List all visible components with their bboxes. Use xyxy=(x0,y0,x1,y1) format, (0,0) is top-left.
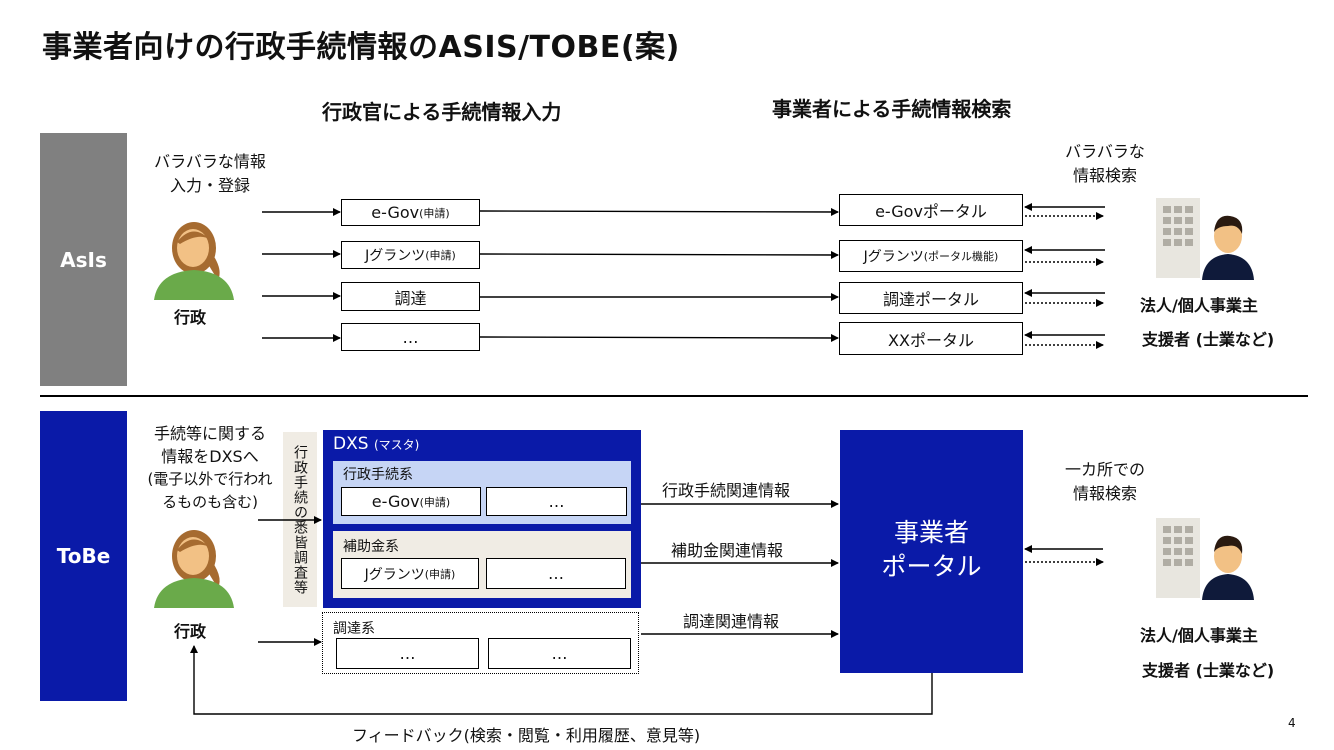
page-number: 4 xyxy=(1288,716,1296,730)
dxs-item-jgrants: Jグランツ(申請) xyxy=(341,558,479,589)
box-main-label: Jグランツ xyxy=(364,566,425,583)
tobe-search-note-line: 情報検索 xyxy=(1072,484,1137,503)
tobe-actor-label: 行政 xyxy=(174,622,207,641)
box-main-label: e-Gov xyxy=(371,492,420,511)
group-chotatsu: 調達系 … … xyxy=(322,612,639,674)
box-main-label: … xyxy=(548,564,564,583)
group-name: 行政手続系 xyxy=(343,467,413,483)
box-main-label: … xyxy=(551,644,568,663)
dxs-title-sub: (マスタ) xyxy=(373,438,420,452)
box-sub-label: (申請) xyxy=(425,249,456,262)
dxs-item-other: … xyxy=(486,487,627,516)
box-main-label: … xyxy=(399,644,416,663)
asis-search-note-line: バラバラな xyxy=(1065,142,1145,161)
tobe-input-note-line: 手続等に関する xyxy=(153,424,266,443)
gov-person-icon xyxy=(154,530,234,608)
dxs-item-egov: e-Gov(申請) xyxy=(341,487,481,516)
asis-bar: AsIs xyxy=(40,133,127,386)
arrow xyxy=(479,207,839,216)
asis-portal-box-chotatsu: 調達ポータル xyxy=(839,282,1023,314)
flow-label-gyosei: 行政手続関連情報 xyxy=(662,481,791,500)
dxs-master-block: DXS (マスタ) 行政手続系 e-Gov(申請) … 補助金系 Jグランツ(申… xyxy=(323,430,641,608)
user-business-icon xyxy=(1156,198,1254,280)
box-main-label: e-Gov xyxy=(371,203,420,222)
asis-user-label: 支援者 (士業など) xyxy=(1142,330,1275,349)
asis-input-note-line: バラバラな情報 xyxy=(154,152,266,171)
box-main-label: Jグランツ xyxy=(365,248,426,264)
gov-person-icon xyxy=(154,222,234,300)
box-main-label: 調達ポータル xyxy=(882,290,979,309)
section-divider xyxy=(40,395,1308,397)
asis-input-note-line: 入力・登録 xyxy=(169,176,250,195)
header-search: 事業者による手続情報検索 xyxy=(772,97,1012,121)
asis-input-box-jgrants: Jグランツ(申請) xyxy=(341,241,480,269)
asis-label: AsIs xyxy=(60,247,107,272)
tobe-search-note: 一カ所での 情報検索 xyxy=(1030,458,1180,506)
box-main-label: 調達 xyxy=(394,288,427,308)
tobe-input-note: 手続等に関する 情報をDXSへ (電子以外で行われ るものも含む) xyxy=(132,422,288,514)
tobe-bar: ToBe xyxy=(40,411,127,701)
portal-label: ポータル xyxy=(881,552,982,581)
asis-portal-box-xx: XXポータル xyxy=(839,322,1023,355)
dxs-item-other: … xyxy=(486,558,626,589)
asis-input-box-other: … xyxy=(341,323,480,351)
flow-label-hojo: 補助金関連情報 xyxy=(671,541,784,560)
portal-label: 事業者 xyxy=(893,518,969,547)
asis-search-note: バラバラな 情報検索 xyxy=(1030,140,1180,188)
header-input: 行政官による手続情報入力 xyxy=(322,100,562,124)
group-name: 補助金系 xyxy=(343,539,399,555)
box-main-label: Jグランツ xyxy=(863,249,924,265)
asis-portal-box-egov: e-Govポータル xyxy=(839,194,1023,226)
user-business-icon xyxy=(1156,518,1254,600)
tobe-input-note-line: 情報をDXSへ xyxy=(161,447,259,466)
box-sub-label: (申請) xyxy=(419,206,450,220)
group-name: 調達系 xyxy=(333,621,375,637)
dxs-title: DXS (マスタ) xyxy=(333,434,419,454)
arrow xyxy=(479,333,839,342)
arrow xyxy=(479,250,839,259)
box-main-label: e-Govポータル xyxy=(875,202,987,221)
asis-actor-label: 行政 xyxy=(174,308,207,327)
tobe-input-note-line: (電子以外で行われ xyxy=(147,470,273,488)
chotatsu-item: … xyxy=(488,638,631,669)
feedback-label: フィードバック(検索・閲覧・利用履歴、意見等) xyxy=(352,726,701,745)
box-main-label: … xyxy=(402,327,419,347)
asis-user-label: 法人/個人事業主 xyxy=(1140,296,1258,315)
box-sub-label: (ポータル機能) xyxy=(923,250,999,263)
box-main-label: XXポータル xyxy=(888,330,974,350)
asis-input-box-chotatsu: 調達 xyxy=(341,282,480,311)
tobe-input-note-line: るものも含む) xyxy=(162,493,258,511)
tobe-user-label: 法人/個人事業主 xyxy=(1140,626,1258,645)
asis-input-box-egov: e-Gov(申請) xyxy=(341,199,480,226)
tobe-user-label: 支援者 (士業など) xyxy=(1142,661,1275,680)
business-portal: 事業者 ポータル xyxy=(840,430,1023,673)
feedback-arrow xyxy=(190,645,933,715)
group-hojo: 補助金系 Jグランツ(申請) … xyxy=(333,531,631,598)
page-title: 事業者向けの行政手続情報のASIS/TOBE(案) xyxy=(42,30,680,65)
asis-search-note-line: 情報検索 xyxy=(1072,166,1137,185)
chotatsu-item: … xyxy=(336,638,479,669)
tobe-search-note-line: 一カ所での xyxy=(1064,460,1145,479)
box-main-label: … xyxy=(548,492,565,511)
tobe-label: ToBe xyxy=(56,544,111,568)
box-sub-label: (申請) xyxy=(419,495,451,509)
flow-label-chotatsu: 調達関連情報 xyxy=(683,612,780,631)
group-gyosei: 行政手続系 e-Gov(申請) … xyxy=(333,461,631,524)
asis-portal-box-jgrants: Jグランツ(ポータル機能) xyxy=(839,240,1023,272)
asis-input-note: バラバラな情報 入力・登録 xyxy=(130,150,290,198)
box-sub-label: (申請) xyxy=(424,567,456,581)
dxs-title-text: DXS xyxy=(333,434,369,454)
